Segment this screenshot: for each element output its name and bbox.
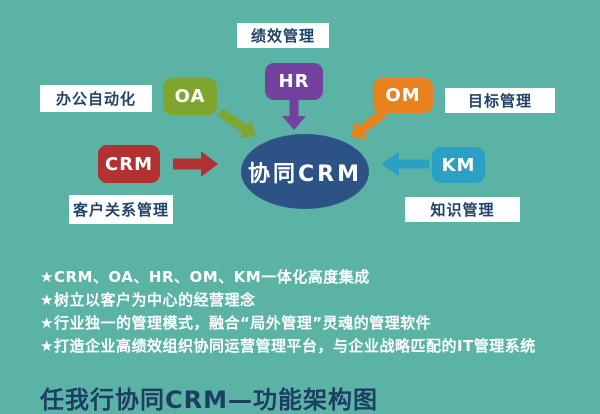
arrow-crm-to-center: [173, 151, 218, 177]
label-performance-management: 绩效管理: [237, 23, 329, 48]
arrow-om-to-center: [351, 109, 387, 139]
bullet-item: ★行业独一的管理模式，融合“局外管理”灵魂的管理软件: [40, 314, 432, 332]
arrow-hr-to-center: [282, 100, 306, 130]
bullet-item: ★树立以客户为中心的经营理念: [40, 291, 256, 309]
label-office-automation: 办公自动化: [40, 85, 152, 112]
page-title: 任我行协同CRM—功能架构图: [40, 386, 378, 414]
arrow-oa-to-center: [217, 108, 256, 139]
node-crm: CRM: [98, 145, 160, 183]
feature-bullet-list: ★CRM、OA、HR、OM、KM一体化高度集成 ★树立以客户为中心的经营理念 ★…: [40, 266, 536, 358]
label-knowledge-management: 知识管理: [405, 197, 520, 222]
label-customer-relationship-management: 客户关系管理: [69, 195, 173, 224]
node-om: OM: [373, 78, 433, 113]
node-hr: HR: [265, 63, 323, 100]
bullet-item: ★CRM、OA、HR、OM、KM一体化高度集成: [40, 268, 370, 286]
arrow-km-to-center: [381, 152, 429, 176]
center-node-collaborative-crm: 协同CRM: [241, 134, 369, 209]
node-km: KM: [432, 147, 485, 183]
bullet-item: ★打造企业高绩效组织协同运营管理平台，与企业战略匹配的IT管理系统: [40, 337, 536, 355]
label-target-management: 目标管理: [445, 88, 555, 113]
node-oa: OA: [163, 78, 217, 115]
